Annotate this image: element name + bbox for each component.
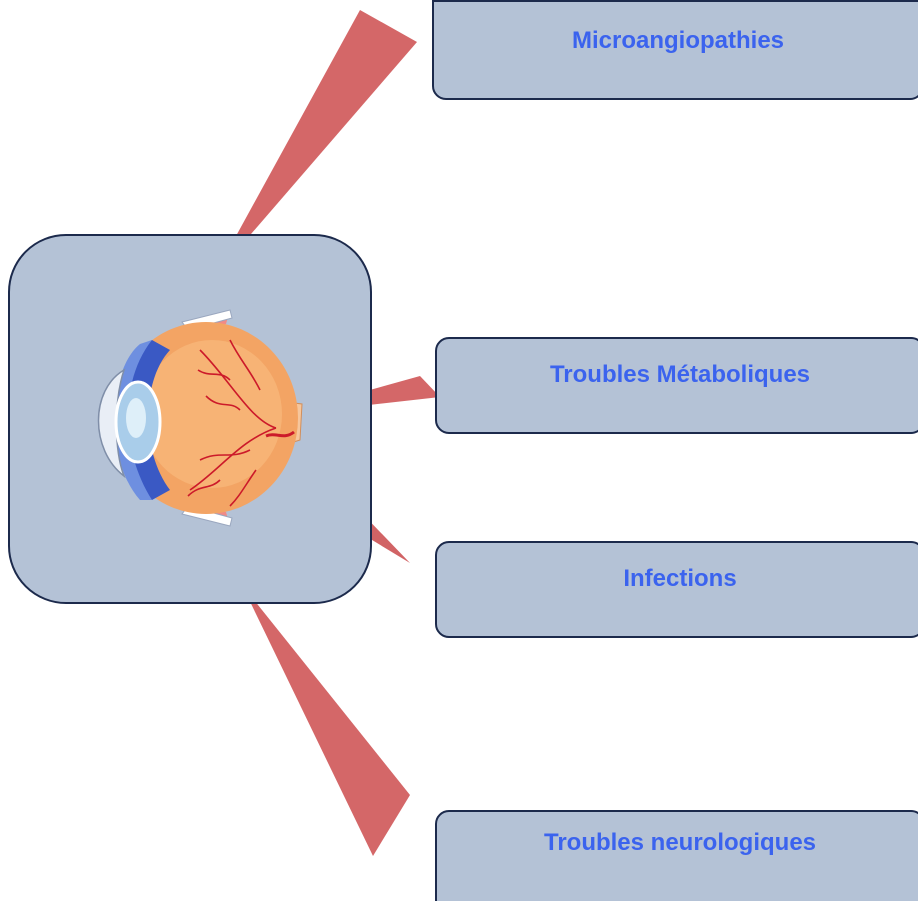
label-metabolic-disorders: Troubles Métaboliques (437, 361, 918, 389)
eye-panel (8, 234, 372, 604)
box-neurological-disorders: Troubles neurologiques (435, 810, 918, 901)
box-metabolic-disorders: Troubles Métaboliques (435, 337, 918, 434)
label-microangiopathies: Microangiopathies (434, 27, 918, 55)
eye-anatomy-icon (80, 300, 310, 536)
label-infections: Infections (437, 565, 918, 593)
pointer-neurological (242, 585, 410, 856)
box-infections: Infections (435, 541, 918, 638)
box-microangiopathies: Microangiopathies (432, 0, 918, 100)
label-neurological-disorders: Troubles neurologiques (437, 829, 918, 857)
